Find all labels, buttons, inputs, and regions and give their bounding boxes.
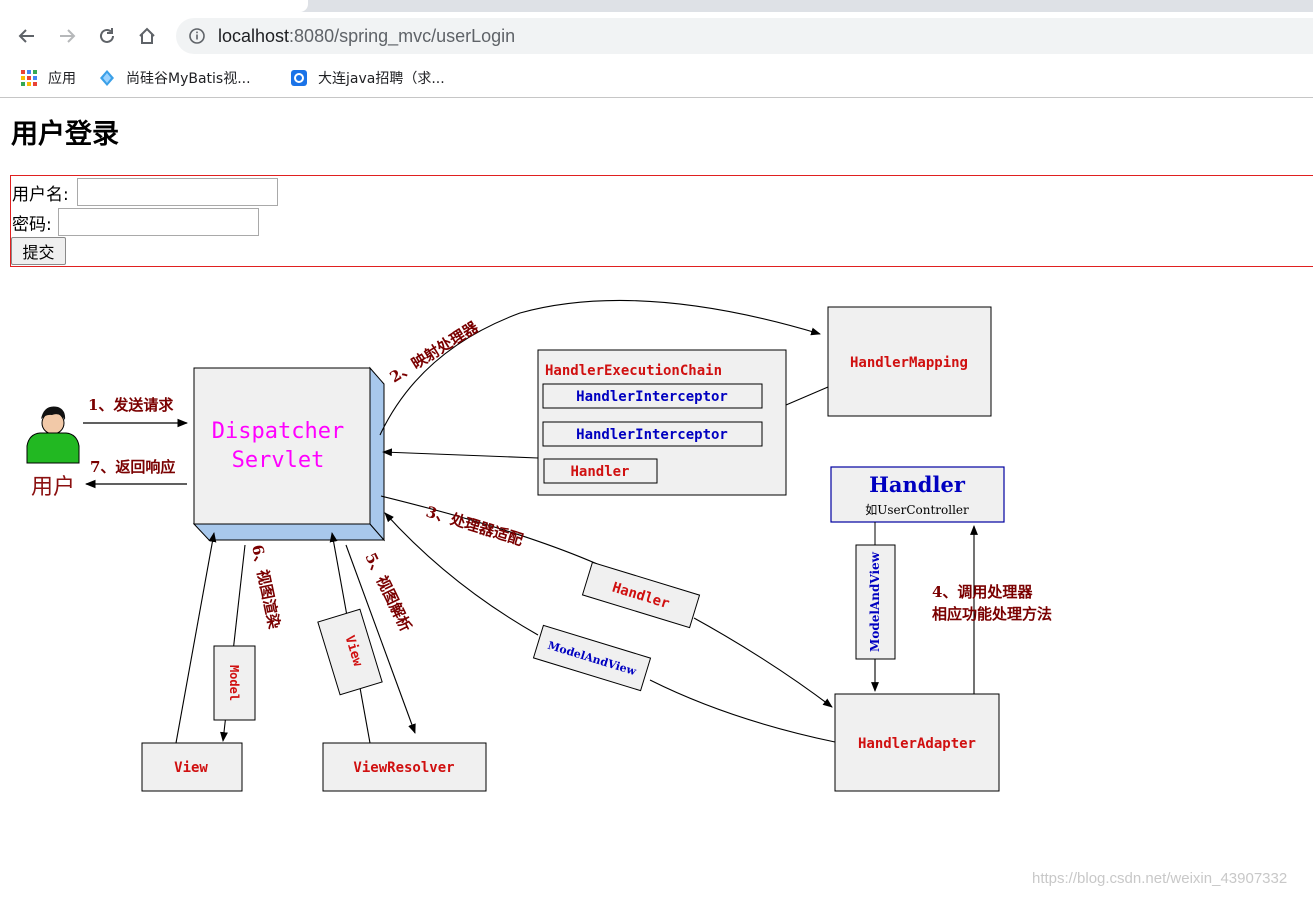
job-site-icon bbox=[291, 70, 307, 86]
mapping-connector bbox=[785, 386, 829, 406]
url-text: localhost:8080/spring_mvc/userLogin bbox=[218, 26, 515, 47]
url-path: :8080/spring_mvc/userLogin bbox=[289, 26, 516, 46]
address-bar[interactable]: localhost:8080/spring_mvc/userLogin bbox=[176, 18, 1313, 54]
bookmarks-bar: 应用 尚硅谷MyBatis视... 大连java招聘（求... bbox=[0, 60, 1313, 98]
handler-execution-chain-box bbox=[537, 349, 787, 496]
mav-return-part2 bbox=[384, 512, 539, 636]
tab-strip bbox=[0, 0, 1313, 12]
step1-label: 1、发送请求 bbox=[88, 396, 174, 414]
adapt-arrow-part2 bbox=[693, 617, 833, 708]
username-input[interactable] bbox=[76, 178, 278, 206]
handler-in-chain-label: Handler bbox=[570, 464, 629, 480]
forward-button[interactable] bbox=[53, 22, 81, 50]
password-label: 密码: bbox=[12, 214, 52, 235]
handler-in-chain-box bbox=[543, 458, 658, 484]
home-button[interactable] bbox=[133, 22, 161, 50]
reload-button[interactable] bbox=[93, 22, 121, 50]
arrow-right-icon bbox=[60, 29, 76, 43]
page-title: 用户登录 bbox=[11, 119, 119, 150]
model-and-view-vertical-label: ModelAndView bbox=[868, 551, 882, 652]
arrow-left-icon bbox=[18, 29, 34, 43]
user-person-icon bbox=[26, 406, 80, 464]
handler-interceptor-box-1 bbox=[542, 383, 763, 409]
handler-interceptor-label-1: HandlerInterceptor bbox=[576, 389, 728, 405]
url-host: localhost bbox=[218, 26, 290, 46]
adapt-arrow-part1 bbox=[380, 495, 641, 586]
step4-line2: 相应功能处理方法 bbox=[932, 605, 1052, 623]
model-tag-label: Model bbox=[227, 665, 241, 701]
step5-label: 5、视图解析 bbox=[361, 550, 415, 635]
resolve-view-arrow bbox=[345, 544, 416, 734]
watermark: https://blog.csdn.net/weixin_43907332 bbox=[1032, 870, 1288, 887]
map-handler-arrow bbox=[379, 299, 821, 436]
render-return-arrow bbox=[175, 532, 217, 744]
bookmark-label: 尚硅谷MyBatis视... bbox=[126, 71, 251, 87]
password-row: 密码: bbox=[12, 208, 259, 236]
view-return-arrow bbox=[329, 532, 371, 744]
handler-controller-subtitle: 如UserController bbox=[865, 502, 969, 517]
bookmark-apps[interactable]: 应用 bbox=[20, 67, 76, 89]
step7-label: 7、返回响应 bbox=[90, 458, 175, 476]
bookmark-dalian-java[interactable]: 大连java招聘（求... bbox=[290, 67, 445, 89]
bookmark-mybatis[interactable]: 尚硅谷MyBatis视... bbox=[98, 67, 251, 89]
active-tab[interactable] bbox=[0, 0, 308, 12]
info-icon[interactable] bbox=[188, 27, 206, 45]
handler-tag-label: Handler bbox=[610, 580, 671, 613]
apps-grid-icon bbox=[21, 70, 37, 86]
dispatcher-line2: Servlet bbox=[232, 448, 325, 473]
model-and-view-tag: ModelAndView bbox=[532, 624, 652, 692]
view-tag-label: View bbox=[342, 634, 366, 668]
back-button[interactable] bbox=[13, 22, 41, 50]
username-row: 用户名: bbox=[12, 178, 278, 206]
submit-button[interactable]: 提交 bbox=[11, 237, 66, 265]
handler-mapping-label: HandlerMapping bbox=[850, 355, 968, 371]
handler-controller-title: Handler bbox=[869, 472, 966, 497]
handler-controller-box bbox=[830, 466, 1005, 523]
dispatcher-line1: Dispatcher bbox=[212, 419, 344, 444]
step3-label: 3、处理器适配 bbox=[424, 503, 525, 550]
view-box bbox=[141, 742, 243, 792]
home-icon bbox=[139, 27, 155, 44]
handler-mapping-box bbox=[827, 306, 992, 417]
handler-tag: Handler bbox=[581, 561, 701, 629]
password-input[interactable] bbox=[57, 208, 259, 236]
view-resolver-box bbox=[322, 742, 487, 792]
view-label: View bbox=[174, 760, 208, 776]
step2-label: 2、映射处理器 bbox=[387, 317, 483, 386]
handler-execution-chain-label: HandlerExecutionChain bbox=[545, 363, 722, 379]
step4-line1: 4、调用处理器 bbox=[932, 583, 1033, 601]
handler-interceptor-label-2: HandlerInterceptor bbox=[576, 427, 728, 443]
model-and-view-vertical-tag bbox=[855, 544, 896, 660]
user-label: 用户 bbox=[31, 475, 75, 500]
diamond-icon bbox=[100, 70, 114, 86]
bookmark-label: 大连java招聘（求... bbox=[318, 71, 445, 87]
handler-interceptor-box-2 bbox=[542, 421, 763, 447]
chain-return-arrow bbox=[382, 448, 539, 459]
handler-adapter-box bbox=[834, 693, 1000, 792]
bookmark-label: 应用 bbox=[48, 71, 76, 87]
view-resolver-label: ViewResolver bbox=[353, 760, 454, 776]
username-label: 用户名: bbox=[12, 184, 69, 205]
view-tag: View bbox=[317, 608, 383, 696]
reload-icon bbox=[100, 28, 114, 43]
handler-adapter-label: HandlerAdapter bbox=[858, 736, 976, 752]
render-view-arrow bbox=[220, 544, 246, 742]
model-tag bbox=[213, 645, 256, 721]
browser-toolbar: localhost:8080/spring_mvc/userLogin bbox=[0, 12, 1313, 60]
dispatcher-servlet-box bbox=[192, 366, 386, 542]
mav-return-part1 bbox=[649, 679, 836, 743]
login-form: 用户名: 密码: 提交 bbox=[10, 175, 1313, 267]
model-and-view-tag-label: ModelAndView bbox=[546, 639, 638, 678]
step6-label: 6、视图渲染 bbox=[248, 543, 284, 631]
